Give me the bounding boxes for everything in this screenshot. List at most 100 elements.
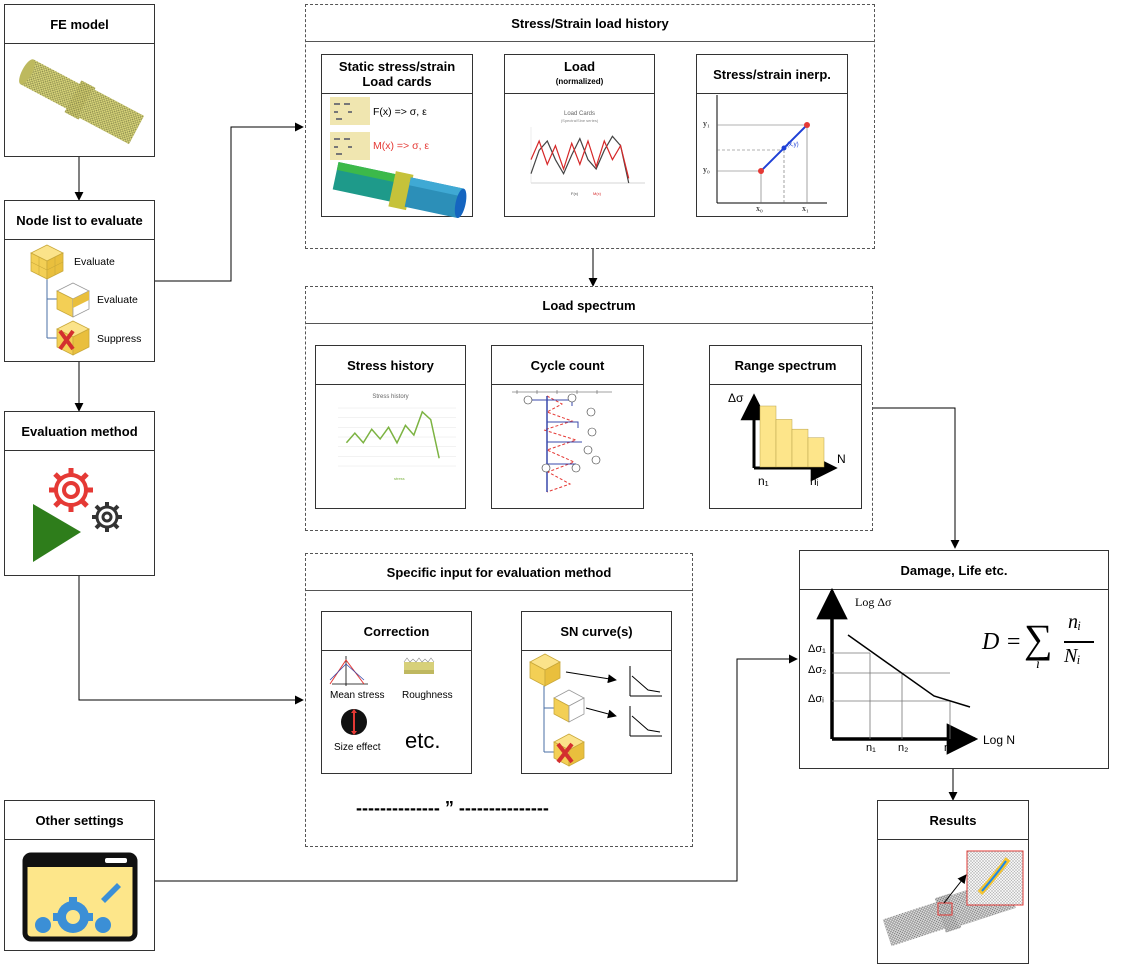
range-bar — [759, 405, 777, 468]
other-settings-title: Other settings — [5, 801, 154, 840]
fe-model-mesh-image — [19, 59, 145, 145]
correction-title: Correction — [322, 612, 471, 651]
size-effect-label: Size effect — [334, 742, 381, 753]
range-bar — [775, 419, 793, 468]
roughness-icon — [403, 657, 435, 674]
interp-x1: x₁ — [802, 204, 809, 213]
range-bar — [791, 428, 809, 468]
moment-equation: M(x) => σ, ε — [373, 140, 430, 152]
sn-mini-curve-1 — [629, 666, 662, 697]
rainflow-diagram — [512, 390, 612, 493]
sn-tree-diagram — [529, 653, 662, 767]
formula-index: i — [1036, 657, 1040, 672]
damage-si: Δσᵢ — [808, 693, 824, 705]
evaluation-method-box[interactable]: Evaluation method — [4, 411, 155, 576]
range-x-label: N — [837, 452, 846, 466]
stress-history-title: Stress history — [316, 346, 465, 385]
load-title-text: Load — [563, 59, 596, 74]
load-legend-mx: M(x) — [593, 191, 601, 196]
range-n1-label: n₁ — [758, 474, 769, 488]
evaluation-method-title: Evaluation method — [5, 412, 154, 451]
damage-formula: D = ∑ i nᵢ Nᵢ — [982, 609, 1106, 679]
fe-model-title: FE model — [5, 5, 154, 44]
load-box[interactable]: Load (normalized) Load Cards (Spectra/Si… — [504, 54, 655, 217]
node-item-evaluate-1: Evaluate — [74, 256, 115, 268]
load-series-mx — [530, 139, 630, 179]
damage-n2: n₂ — [898, 742, 909, 754]
node-tree-diagram — [30, 244, 90, 356]
sn-diagram — [816, 587, 979, 755]
red-gear-icon — [49, 468, 93, 512]
cube-suppressed-icon — [56, 320, 90, 356]
range-spectrum-title: Range spectrum — [710, 346, 861, 385]
damage-title: Damage, Life etc. — [800, 551, 1108, 590]
load-title: Load (normalized) — [505, 55, 654, 94]
cycle-count-box[interactable]: Cycle count — [491, 345, 644, 509]
damage-box[interactable]: Damage, Life etc. Log Δσ Log N Δσ₁ Δσ₂ Δ… — [799, 550, 1109, 769]
range-spectrum-box[interactable]: Range spectrum Δσ N n₁ nᵢ — [709, 345, 862, 509]
stress-chart — [338, 407, 456, 467]
damage-s2: Δσ₂ — [808, 664, 827, 676]
node-item-suppress: Suppress — [97, 333, 142, 345]
stress-history-box[interactable]: Stress history Stress history stress — [315, 345, 466, 509]
cube-partial-icon — [553, 689, 585, 723]
load-chart-title: Load Cards — [563, 111, 596, 117]
node-list-box[interactable]: Node list to evaluate — [4, 200, 155, 362]
load-chart — [530, 127, 645, 184]
stress-series-line — [345, 410, 440, 459]
cycle-count-title: Cycle count — [492, 346, 643, 385]
formula-lhs: D = — [982, 629, 1022, 655]
other-settings-box[interactable]: Other settings — [4, 800, 155, 951]
load-cards-image — [330, 97, 467, 219]
static-cards-box[interactable]: Static stress/strain Load cards F(x) => … — [321, 54, 473, 219]
node-item-evaluate-2: Evaluate — [97, 294, 138, 306]
formula-num: nᵢ — [1068, 611, 1082, 633]
formula-den: Nᵢ — [1064, 645, 1081, 667]
play-icon — [33, 504, 81, 562]
cube-suppressed-icon — [553, 733, 585, 767]
correction-box[interactable]: Correction Mean stress Roughness Size ef… — [321, 611, 472, 774]
interp-point: (x,y) — [787, 142, 799, 148]
results-box[interactable]: Results — [877, 800, 1029, 964]
damage-s1: Δσ₁ — [808, 643, 826, 655]
arrow-settings-to-damage — [155, 654, 798, 882]
specific-input-title: Specific input for evaluation method — [306, 554, 692, 591]
static-cards-title: Static stress/strain Load cards — [322, 55, 472, 94]
interp-y0: y₀ — [703, 165, 710, 174]
cube-icon — [529, 653, 561, 687]
fe-model-box[interactable]: FE model — [4, 4, 155, 157]
ditto-line: -------------- ” --------------- — [356, 798, 549, 818]
interpolation-box[interactable]: Stress/strain inerp. y₁ y₀ x₀ x₁ (x,y) — [696, 54, 848, 217]
arrow-spectrum-to-damage — [873, 407, 960, 549]
cube-partial-icon — [56, 282, 90, 318]
arrow-nodes-to-history — [155, 122, 304, 282]
damage-ni: nᵢ — [944, 742, 952, 754]
evaluation-method-icon — [33, 468, 122, 562]
load-subtitle: (normalized) — [555, 77, 604, 86]
sn-mini-curve-2 — [629, 706, 662, 737]
results-image — [882, 850, 1024, 947]
mean-stress-icon — [329, 656, 368, 686]
interpolation-diagram — [716, 95, 827, 204]
sn-curves-box[interactable]: SN curve(s) — [521, 611, 672, 774]
damage-x-label: Log N — [983, 733, 1016, 747]
sn-curves-title: SN curve(s) — [522, 612, 671, 651]
range-ni-label: nᵢ — [810, 474, 819, 488]
range-chart — [740, 393, 838, 482]
size-effect-icon — [341, 709, 367, 735]
range-y-label: Δσ — [728, 391, 744, 405]
damage-y-label: Log Δσ — [855, 595, 892, 609]
node-list-title: Node list to evaluate — [5, 201, 154, 240]
interp-x0: x₀ — [756, 204, 763, 213]
range-bar — [807, 437, 825, 468]
stress-legend: stress — [394, 476, 405, 481]
damage-n1: n₁ — [866, 742, 876, 754]
load-spectrum-title: Load spectrum — [306, 287, 872, 324]
black-gear-icon — [92, 502, 122, 532]
settings-window-icon — [22, 852, 138, 942]
load-legend-fx: F(x) — [571, 191, 579, 196]
arrow-eval-to-input — [78, 576, 304, 705]
load-history-title: Stress/Strain load history — [306, 5, 874, 42]
formula-bar — [1064, 641, 1094, 643]
correction-icons — [329, 656, 435, 735]
